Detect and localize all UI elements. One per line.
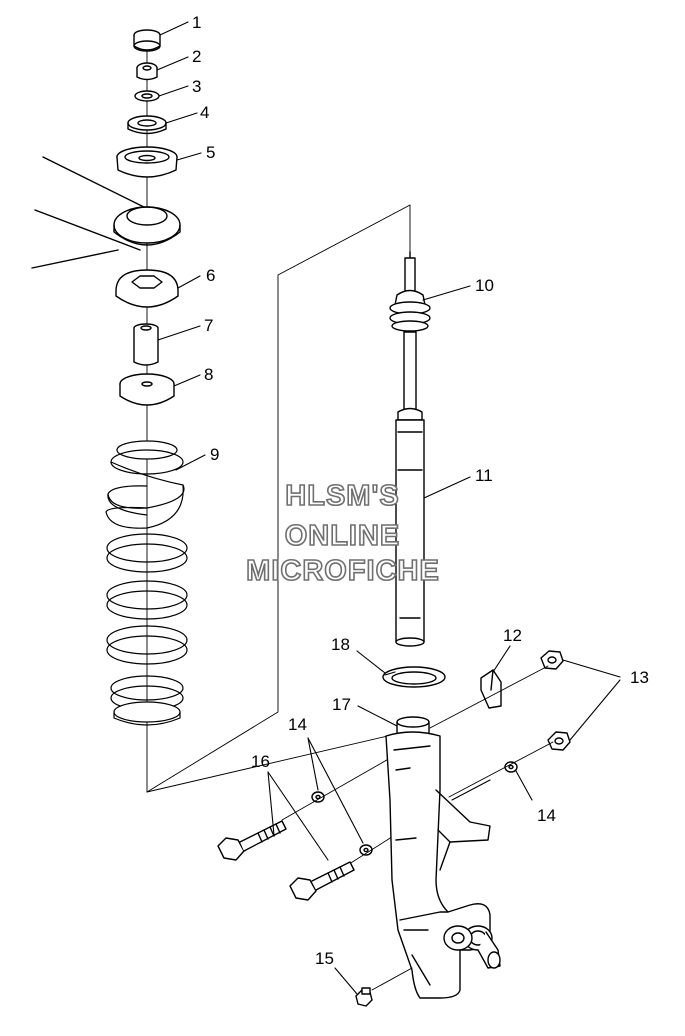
callout-17: 17 <box>332 695 351 714</box>
callout-5: 5 <box>206 143 215 162</box>
callout-9: 9 <box>210 445 219 464</box>
assembly-phantom-line <box>146 204 411 793</box>
part-6-adjuster-nut <box>115 269 179 308</box>
mount-plate <box>113 206 181 246</box>
callout-14-right: 14 <box>537 806 556 825</box>
part-18-o-ring <box>382 666 446 688</box>
leader-lines <box>156 21 621 995</box>
watermark-line-2: ONLINE <box>284 519 401 553</box>
part-13-nuts <box>540 650 571 751</box>
part-16-bolts <box>217 820 355 901</box>
part-4-spacer <box>127 115 167 135</box>
callout-labels: 1 2 3 4 5 6 7 8 9 10 11 12 13 14 14 15 1… <box>192 13 649 968</box>
callout-8: 8 <box>204 365 213 384</box>
bracket-arm-lines <box>31 156 151 269</box>
callout-4: 4 <box>200 103 209 122</box>
part-2-nut <box>136 62 158 81</box>
watermark-line-3: MICROFICHE <box>245 554 440 588</box>
part-14-washers <box>311 761 518 856</box>
part-3-washer <box>134 90 160 102</box>
callout-14-left: 14 <box>288 715 307 734</box>
watermark-line-1: HLSM'S <box>284 479 400 513</box>
part-5-upper-mount <box>116 146 178 178</box>
callout-15: 15 <box>315 949 334 968</box>
callout-2: 2 <box>192 47 201 66</box>
callout-18: 18 <box>331 635 350 654</box>
part-8-spring-seat <box>119 373 175 406</box>
part-17-spindle-housing <box>385 716 501 999</box>
callout-11: 11 <box>475 466 493 485</box>
part-10-11-shock-absorber <box>389 251 431 647</box>
part-12-clip <box>480 669 502 709</box>
part-15-grease-fitting <box>355 967 413 1007</box>
callout-1: 1 <box>192 13 201 32</box>
assembly-phantom-line-lower <box>146 734 393 793</box>
part-1-cap-bushing <box>133 29 161 52</box>
bolt-axis-lines <box>281 665 554 867</box>
callout-7: 7 <box>204 316 213 335</box>
callout-3: 3 <box>192 77 201 96</box>
callout-16: 16 <box>251 752 270 771</box>
callout-13: 13 <box>630 668 649 687</box>
callout-12: 12 <box>503 626 522 645</box>
part-7-sleeve <box>133 323 159 366</box>
callout-10: 10 <box>475 276 494 295</box>
callout-6: 6 <box>206 266 215 285</box>
part-9-coil-spring <box>105 440 188 726</box>
